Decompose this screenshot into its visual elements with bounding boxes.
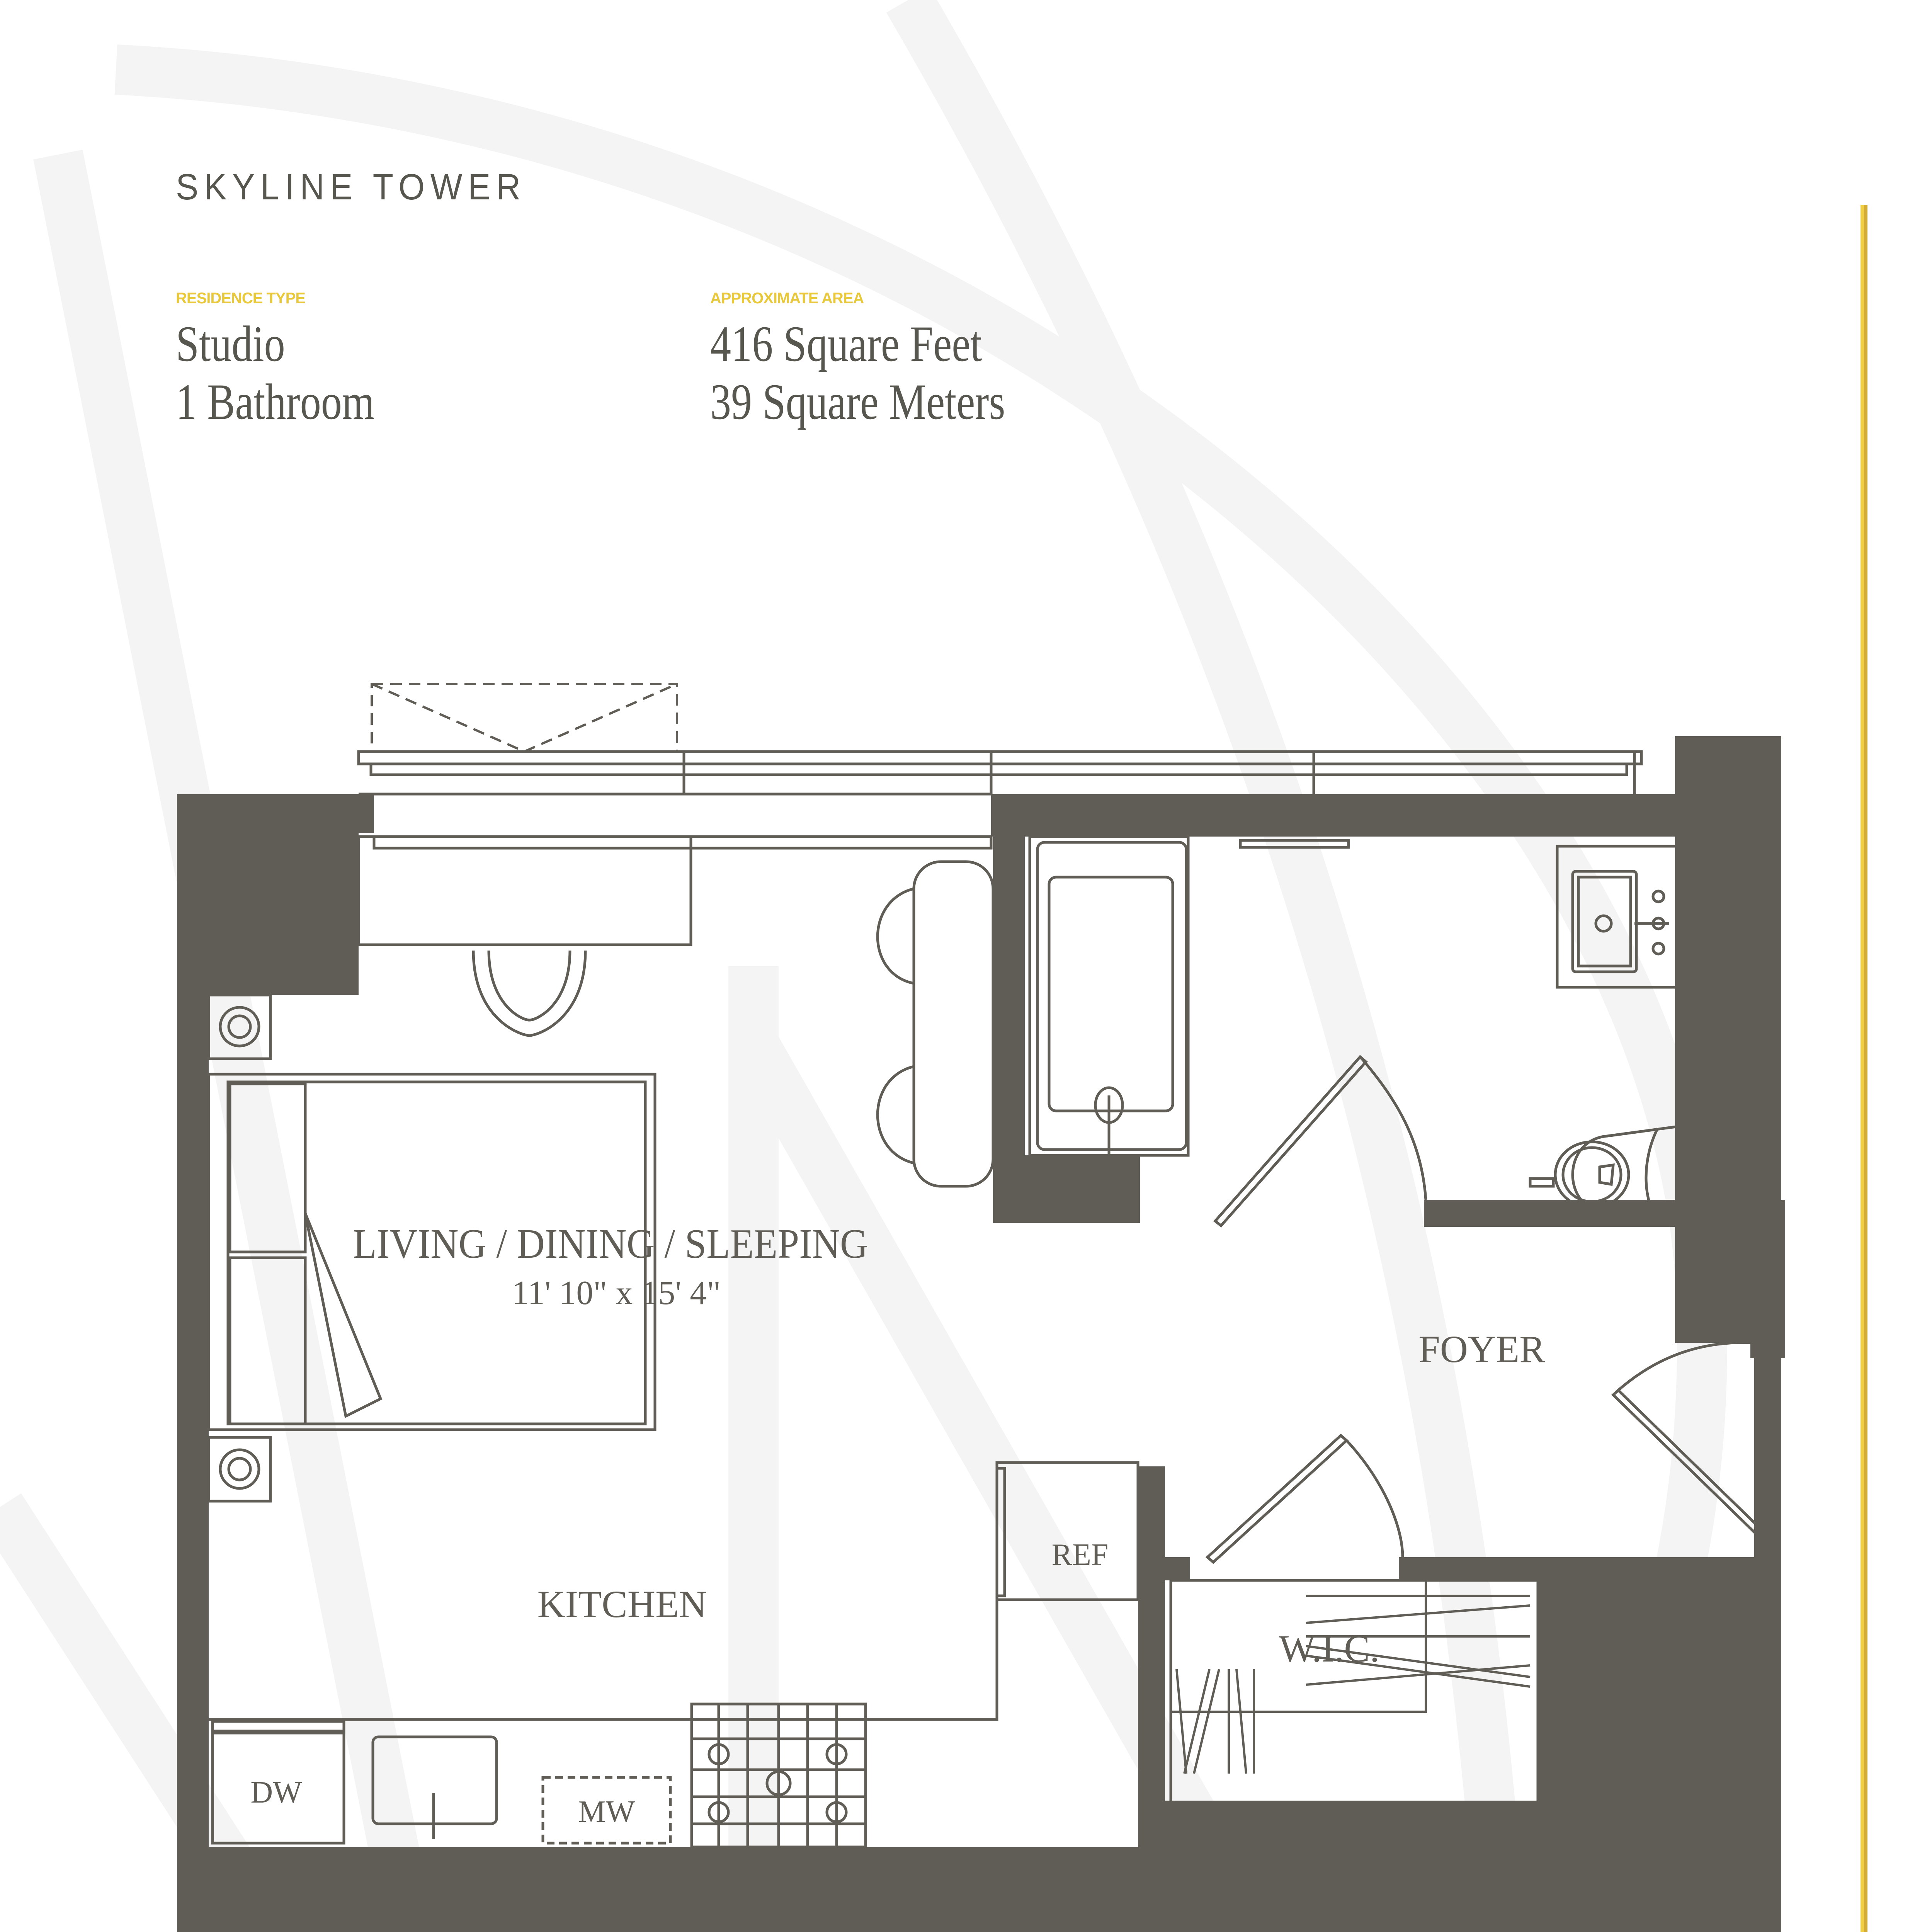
- area-square-meters: 39 Square Meters: [710, 373, 1005, 430]
- room-label-foyer: FOYER: [1418, 1328, 1545, 1371]
- appliance-label-mw: MW: [578, 1795, 635, 1829]
- room-label-living: LIVING / DINING / SLEEPING: [353, 1221, 868, 1267]
- approximate-area-label: APPROXIMATE AREA: [710, 290, 864, 307]
- window-strip: [357, 750, 1643, 796]
- hvac-unit: [207, 1436, 272, 1503]
- pillow: [228, 1082, 307, 1253]
- microwave: [541, 1776, 672, 1845]
- desk: [357, 835, 692, 946]
- hvac-unit: [207, 993, 272, 1060]
- residence-type-label: RESIDENCE TYPE: [176, 290, 306, 307]
- closet-shelving: [1171, 1580, 1531, 1774]
- entry-door: [1611, 1341, 1764, 1536]
- bar-stool: [876, 887, 914, 985]
- dining-counter: [912, 860, 995, 1188]
- refrigerator: [995, 1461, 1139, 1601]
- dishwasher: [211, 1720, 345, 1845]
- balcony-door-swing: [371, 683, 678, 753]
- bathroom-count: 1 Bathroom: [176, 373, 375, 430]
- bar-stool: [876, 1065, 914, 1165]
- room-dimensions-living: 11' 10" x 15' 4": [512, 1274, 721, 1312]
- room-label-wic: W.I.C.: [1279, 1627, 1379, 1670]
- walls: [177, 736, 1785, 1932]
- closet-door: [1205, 1434, 1404, 1564]
- bathroom-vanity-sink: [1556, 845, 1715, 989]
- area-square-feet: 416 Square Feet: [710, 315, 982, 372]
- brand-logo-text: SKYLINE TOWER: [176, 167, 526, 207]
- bathroom-door: [1213, 1055, 1427, 1228]
- bed: [207, 1073, 656, 1431]
- room-label-kitchen: KITCHEN: [537, 1583, 707, 1626]
- residence-type-value: Studio: [176, 315, 285, 372]
- kitchen-sink: [371, 1735, 498, 1839]
- walk-in-closet-outline: [1169, 1579, 1539, 1804]
- towel-bar: [1239, 839, 1350, 849]
- desk-chair: [472, 950, 587, 1037]
- kitchen-counter-edge: [209, 1600, 998, 1721]
- toilet: [1554, 1124, 1680, 1223]
- pillow: [228, 1256, 307, 1425]
- appliance-label-ref: REF: [1052, 1538, 1109, 1572]
- appliance-label-dw: DW: [250, 1776, 302, 1810]
- gold-vertical-rule: [1861, 205, 1867, 1932]
- window-sill: [372, 835, 993, 850]
- bathtub: [1028, 835, 1190, 1157]
- toilet-paper-holder: [1529, 1177, 1555, 1188]
- gas-range: [690, 1702, 867, 1849]
